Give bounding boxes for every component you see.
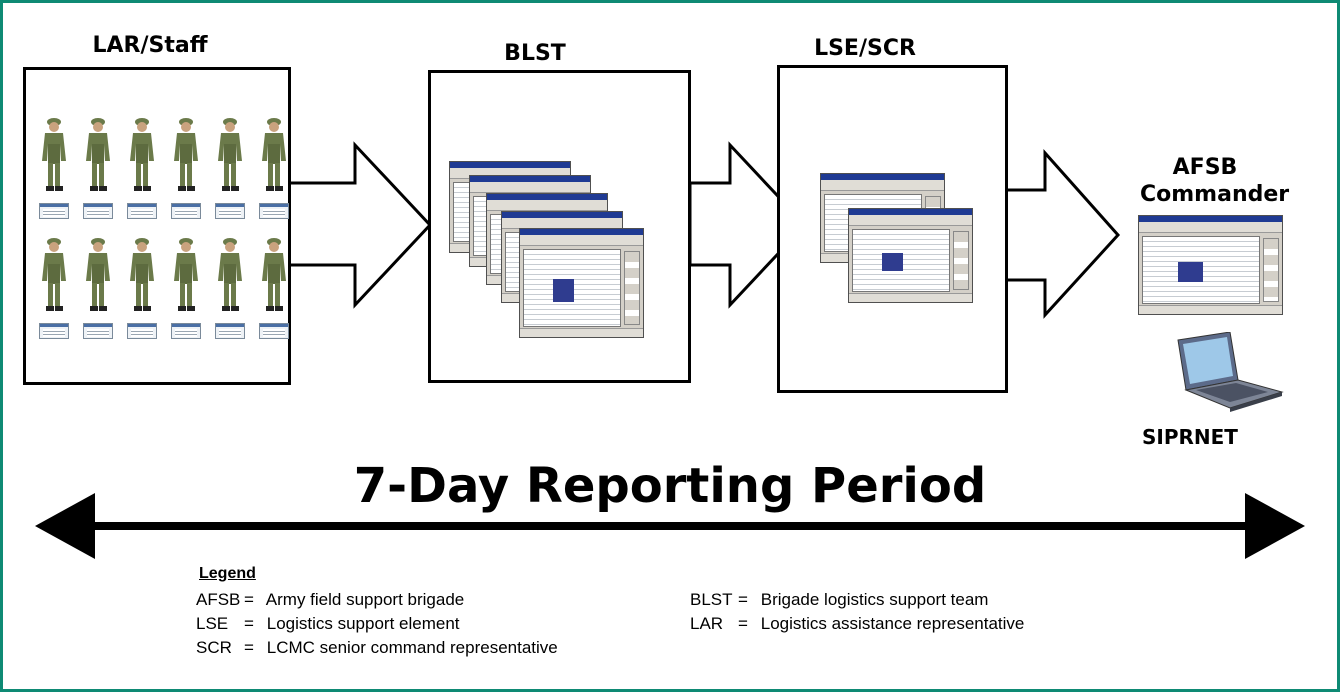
spreadsheet-thumbnail-icon xyxy=(39,323,69,339)
soldier-icon xyxy=(42,118,66,191)
spreadsheet-thumbnail-icon xyxy=(215,203,245,219)
soldier-icon xyxy=(218,118,242,191)
heading-lar-staff: LAR/Staff xyxy=(92,33,208,58)
spreadsheet-thumbnail-icon xyxy=(127,323,157,339)
heading-lse-scr: LSE/SCR xyxy=(814,36,916,61)
laptop-icon xyxy=(1177,332,1284,412)
spreadsheet-thumbnail-icon xyxy=(83,203,113,219)
report-window-icon xyxy=(519,228,644,338)
soldier-icon xyxy=(262,238,286,311)
heading-blst: BLST xyxy=(504,41,566,66)
soldier-icon xyxy=(130,118,154,191)
blst-box xyxy=(428,70,691,383)
spreadsheet-thumbnail-icon xyxy=(259,203,289,219)
spreadsheet-thumbnail-icon xyxy=(127,203,157,219)
double-headed-arrow xyxy=(35,493,1305,559)
lse-scr-box xyxy=(777,65,1008,393)
lar-staff-box xyxy=(23,67,291,385)
soldier-icon xyxy=(42,238,66,311)
soldier-icon xyxy=(174,118,198,191)
legend-row-lse: LSE= Logistics support element xyxy=(196,614,460,633)
spreadsheet-thumbnail-icon xyxy=(171,323,201,339)
siprnet-label: SIPRNET xyxy=(1142,425,1238,449)
reporting-period-label: 7-Day Reporting Period xyxy=(353,458,987,514)
legend-row-afsb: AFSB= Army field support brigade xyxy=(196,590,465,609)
soldier-icon xyxy=(130,238,154,311)
spreadsheet-thumbnail-icon xyxy=(83,323,113,339)
flow-arrow xyxy=(688,141,808,309)
flow-arrow xyxy=(283,141,433,309)
flow-arrow xyxy=(1003,149,1121,319)
legend-row-scr: SCR= LCMC senior command representative xyxy=(196,638,558,657)
soldier-icon xyxy=(174,238,198,311)
soldier-grid xyxy=(26,70,289,382)
spreadsheet-thumbnail-icon xyxy=(215,323,245,339)
report-window-icon xyxy=(848,208,973,303)
soldier-icon xyxy=(86,238,110,311)
soldier-icon xyxy=(86,118,110,191)
report-window-icon xyxy=(1138,215,1283,315)
heading-commander: Commander xyxy=(1140,182,1290,207)
legend-row-blst: BLST= Brigade logistics support team xyxy=(690,590,989,609)
spreadsheet-thumbnail-icon xyxy=(259,323,289,339)
spreadsheet-thumbnail-icon xyxy=(39,203,69,219)
legend-title: Legend xyxy=(199,565,256,582)
spreadsheet-thumbnail-icon xyxy=(171,203,201,219)
soldier-icon xyxy=(262,118,286,191)
soldier-icon xyxy=(218,238,242,311)
legend-row-lar: LAR= Logistics assistance representative xyxy=(690,614,1025,633)
heading-afsb: AFSB xyxy=(1172,155,1238,180)
